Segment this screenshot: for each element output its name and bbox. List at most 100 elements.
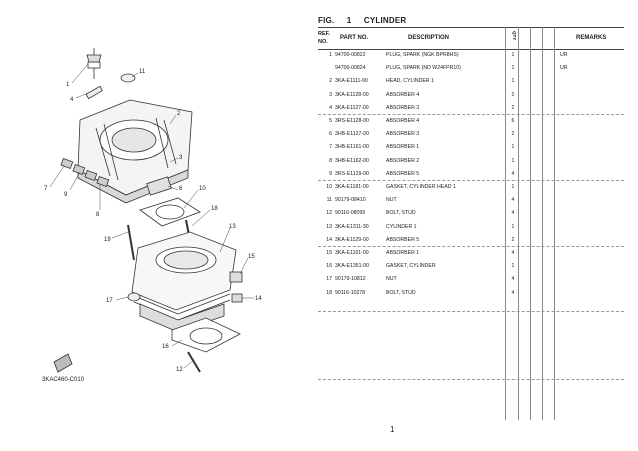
qty-cell: 1 xyxy=(511,223,515,230)
base-gasket-part xyxy=(171,317,241,353)
description-cell: PLUG, SPARK (NGK BPR8HS) xyxy=(386,52,459,58)
callout-label: 1 xyxy=(66,82,70,88)
ref-cell: 18 xyxy=(326,289,332,296)
qty-cell: 1 xyxy=(511,144,515,151)
qty-cell: 4 xyxy=(511,250,515,256)
callout-label: 18 xyxy=(211,206,218,212)
description-cell: NUT xyxy=(386,197,397,204)
part-number-cell: 3KA-E1161-00 xyxy=(335,250,369,256)
ref-cell: 17 xyxy=(326,276,332,283)
figure-name: CYLINDER xyxy=(363,16,407,25)
ref-cell: 6 xyxy=(329,131,332,138)
ref-cell: 9 xyxy=(329,170,332,177)
callout-label: 16 xyxy=(162,344,169,350)
description-cell: NUT xyxy=(386,276,397,283)
qty-cell: 2 xyxy=(511,104,515,111)
callout-label: 10 xyxy=(199,186,206,192)
description-cell: PLUG, SPARK (ND W24FPR10) xyxy=(386,65,461,72)
part-number-cell: 3HB-E1162-00 xyxy=(335,157,369,164)
part-number-cell: 3KA-E1111-00 xyxy=(335,78,368,85)
absorber-part xyxy=(229,271,243,283)
callout-label: 8 xyxy=(96,212,100,218)
callout-label: 12 xyxy=(176,367,183,373)
figure-label: FIG. xyxy=(318,16,335,25)
part-number-cell: 3HB-E1161-00 xyxy=(335,144,369,151)
callout-label: 7 xyxy=(44,186,48,192)
ref-cell: 2 xyxy=(329,78,332,85)
part-number-cell: 3KA-E1128-00 xyxy=(335,91,369,98)
description-cell: GASKET, CYLINDER HEAD 1 xyxy=(386,184,456,190)
part-number-cell: 3RS-E1129-00 xyxy=(335,170,369,177)
header-remarks: REMARKS xyxy=(576,35,607,41)
ref-cell: 15 xyxy=(326,250,332,256)
ref-cell: 7 xyxy=(329,144,332,151)
head-gasket-part xyxy=(139,197,201,227)
part-number-cell: 3RS-E1128-00 xyxy=(335,118,369,124)
nut-part xyxy=(127,292,141,302)
cylinder-part xyxy=(131,231,237,333)
front-arrow-icon xyxy=(53,353,73,373)
qty-cell: 2 xyxy=(511,91,515,98)
callout-label: 19 xyxy=(104,237,111,243)
ref-cell: 3 xyxy=(329,91,332,98)
part-number-cell: 94700-00822 xyxy=(335,52,366,58)
description-cell: ABSORBER 1 xyxy=(386,250,420,256)
qty-cell: 2 xyxy=(511,236,515,243)
ref-cell: 4 xyxy=(329,104,332,111)
description-cell: ABSORBER 3 xyxy=(386,104,420,111)
ref-cell: 1 xyxy=(329,52,332,58)
part-number-cell: 90116-10278 xyxy=(335,289,366,296)
part-number-cell: 3KA-E1351-00 xyxy=(335,263,370,270)
description-cell: ABSORBER 4 xyxy=(386,118,420,124)
table-header: REF. NO. PART NO. DESCRIPTION QTY REMARK… xyxy=(318,27,624,50)
description-cell: CYLINDER 1 xyxy=(386,223,417,230)
ref-cell: 12 xyxy=(326,210,332,217)
header-qty: QTY xyxy=(512,31,517,41)
qty-cell: 1 xyxy=(511,263,515,270)
callout-label: 4 xyxy=(70,97,74,103)
header-ref-no: REF. NO. xyxy=(318,31,330,45)
qty-cell: 1 xyxy=(511,52,515,58)
description-cell: ABSORBER 3 xyxy=(386,131,420,138)
description-cell: ABSORBER 2 xyxy=(386,157,420,164)
diagram-code: 3KAC460-C010 xyxy=(42,377,85,383)
absorber-part xyxy=(85,85,103,100)
callout-label: 6 xyxy=(179,186,183,192)
ref-cell: 11 xyxy=(326,197,332,204)
callout-label: 11 xyxy=(139,69,146,75)
callout-label: 3 xyxy=(179,155,183,161)
qty-cell: 1 xyxy=(511,157,515,164)
parts-table: REF. NO. PART NO. DESCRIPTION QTY REMARK… xyxy=(318,27,624,420)
callout-label: 2 xyxy=(177,111,181,117)
description-cell: HEAD, CYLINDER 1 xyxy=(386,78,434,85)
header-description: DESCRIPTION xyxy=(408,35,450,41)
absorber-part xyxy=(231,293,243,303)
cylinder-head-part xyxy=(77,99,193,204)
ref-cell: 14 xyxy=(326,236,332,243)
spark-plug-part xyxy=(86,48,102,79)
description-cell: ABSORBER 4 xyxy=(386,91,420,98)
qty-cell: 1 xyxy=(511,78,515,85)
callout-label: 13 xyxy=(229,224,236,230)
ref-cell: 5 xyxy=(329,118,332,124)
exploded-diagram: 1 11 4 2 3 6 7 9 8 10 18 13 19 15 17 14 … xyxy=(42,48,262,383)
qty-cell: 2 xyxy=(511,131,515,138)
qty-cell: 1 xyxy=(511,65,515,72)
ref-cell: 13 xyxy=(326,223,332,230)
remarks-cell: UR xyxy=(560,52,568,58)
description-cell: BOLT, STUD xyxy=(386,289,416,296)
part-number-cell: 94700-00824 xyxy=(335,65,366,72)
part-number-cell: 3KA-E1311-30 xyxy=(335,223,369,230)
